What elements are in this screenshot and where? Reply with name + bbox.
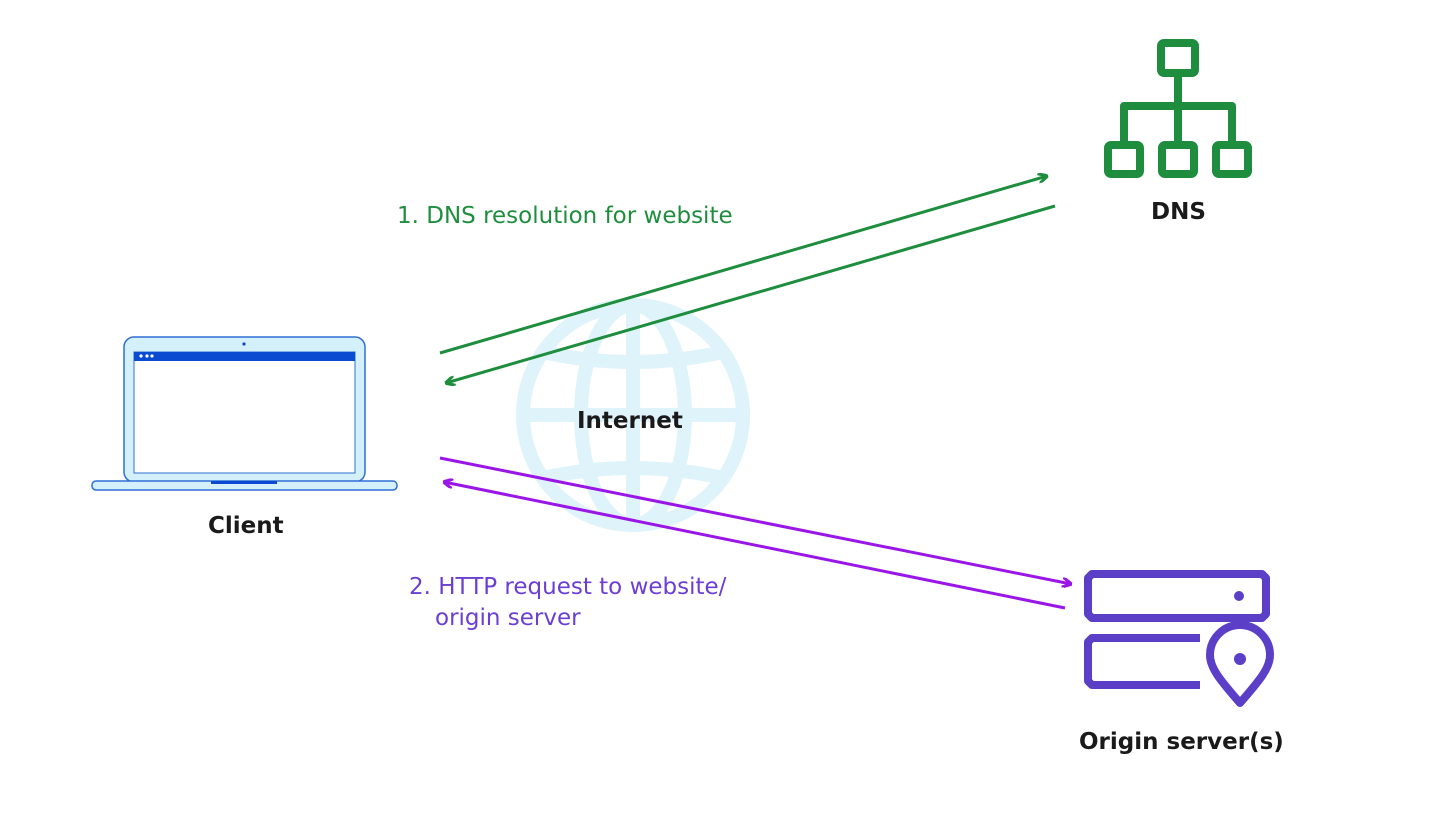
laptop-icon — [91, 336, 398, 491]
http-request-arrow — [439, 456, 1071, 584]
dns-response-arrow — [446, 204, 1056, 383]
origin-node-label: Origin server(s) — [1079, 729, 1284, 755]
internet-node-label: Internet — [577, 408, 683, 434]
dns-node-label: DNS — [1151, 199, 1206, 225]
dns-hierarchy-icon — [1104, 39, 1252, 178]
dns-request-arrow — [439, 176, 1047, 355]
http-step-label-line1: 2. HTTP request to website/ — [409, 574, 727, 600]
server-location-icon — [1084, 570, 1274, 707]
client-node-label: Client — [208, 513, 284, 539]
http-step-label-line2: origin server — [435, 605, 581, 631]
http-response-arrow — [444, 482, 1066, 610]
dns-step-label: 1. DNS resolution for website — [397, 203, 733, 229]
globe-icon — [516, 298, 750, 532]
